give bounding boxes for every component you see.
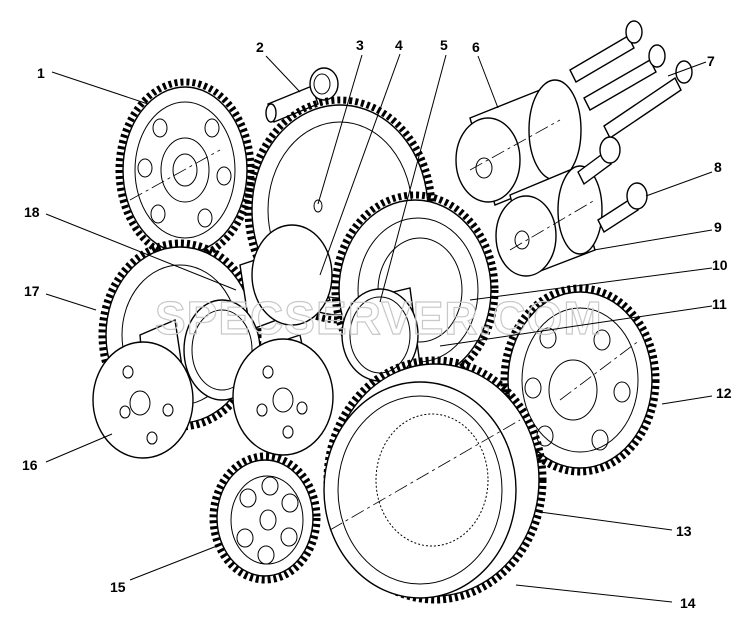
callout-18: 18	[24, 204, 40, 220]
gear-1	[115, 78, 255, 262]
axis-line	[329, 419, 521, 531]
hub-18	[239, 224, 333, 331]
leader-5	[379, 54, 447, 303]
leader-15	[129, 543, 223, 581]
callout-16: 16	[22, 457, 38, 473]
callout-4: 4	[395, 37, 403, 53]
callout-11: 11	[712, 296, 727, 312]
axis-line	[129, 149, 221, 201]
callout-3: 3	[356, 37, 364, 53]
leader-12	[661, 395, 713, 405]
callout-15: 15	[110, 579, 126, 595]
bushing-11	[341, 287, 421, 382]
callout-10: 10	[712, 257, 728, 273]
leader-18	[45, 213, 237, 291]
callout-1: 1	[37, 65, 45, 81]
callout-8: 8	[714, 159, 722, 175]
gear-14	[323, 381, 517, 599]
leader-16	[45, 433, 113, 463]
leader-17	[45, 293, 97, 311]
bolt-2	[265, 67, 339, 123]
callout-7: 7	[707, 53, 715, 69]
leader-9	[593, 229, 713, 251]
drum-9	[495, 165, 603, 277]
leader-11	[439, 305, 713, 347]
axis-line	[469, 119, 561, 171]
leader-1	[51, 71, 149, 105]
leader-8	[645, 171, 713, 197]
leader-7	[667, 61, 707, 77]
callout-13: 13	[676, 523, 692, 539]
watermark: SPECSERVER.COM	[155, 292, 603, 344]
callout-9: 9	[714, 219, 722, 235]
callout-6: 6	[472, 39, 480, 55]
leader-10	[469, 267, 713, 301]
plate-16	[92, 318, 194, 459]
leader-3	[317, 54, 363, 205]
leader-14	[515, 584, 673, 603]
callout-14: 14	[680, 595, 696, 611]
gear-12	[500, 284, 660, 476]
bolts-7	[569, 20, 693, 140]
callout-2: 2	[256, 39, 264, 55]
callout-5: 5	[440, 37, 448, 53]
bolt-8	[577, 136, 648, 234]
axis-line	[559, 339, 641, 401]
leader-6	[477, 55, 499, 109]
drum-6	[455, 79, 582, 206]
callout-17: 17	[24, 283, 40, 299]
axis-line	[509, 199, 596, 251]
gear-15	[209, 452, 321, 584]
callout-12: 12	[716, 385, 732, 401]
leader-4	[319, 53, 401, 276]
leader-13	[539, 511, 673, 531]
leader-2	[265, 55, 301, 93]
plate-center	[232, 334, 334, 456]
